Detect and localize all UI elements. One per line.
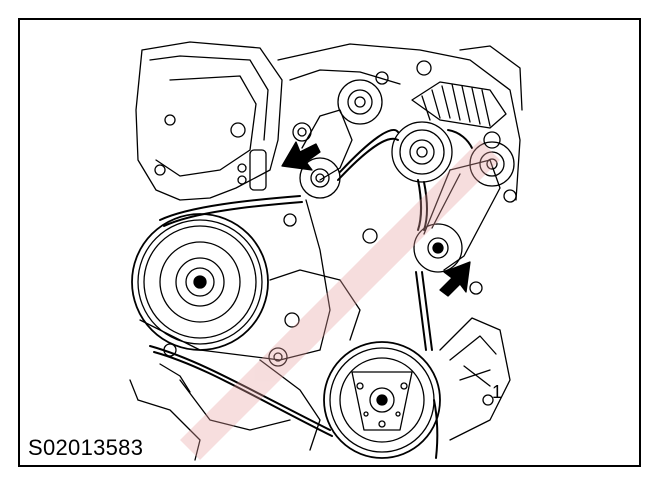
ac-compressor-pulley — [323, 341, 441, 459]
idler-pulley-right — [469, 141, 515, 187]
crankshaft-pulley — [131, 213, 269, 351]
alternator-fins — [411, 81, 507, 129]
ac-compressor-body — [439, 317, 511, 441]
engine-belt-drawing — [129, 41, 523, 461]
watermark — [180, 140, 500, 460]
tensioner-arm-lower — [423, 159, 501, 271]
arrow-lower-right — [439, 261, 471, 297]
tensioner-pulley-lower — [413, 223, 463, 273]
serpentine-belt — [149, 129, 473, 459]
callout-label-1: 1 — [492, 382, 503, 402]
tensioner-arm-upper — [292, 109, 353, 181]
callout-leader-line — [463, 365, 491, 387]
idler-pulley-top-middle — [337, 79, 383, 125]
arrow-upper-left — [281, 141, 321, 171]
engine-housing — [129, 41, 523, 461]
figure-frame: 1 S02013583 — [18, 18, 641, 467]
tensioner-pulley-large — [391, 121, 453, 183]
figure-code: S02013583 — [28, 435, 144, 460]
